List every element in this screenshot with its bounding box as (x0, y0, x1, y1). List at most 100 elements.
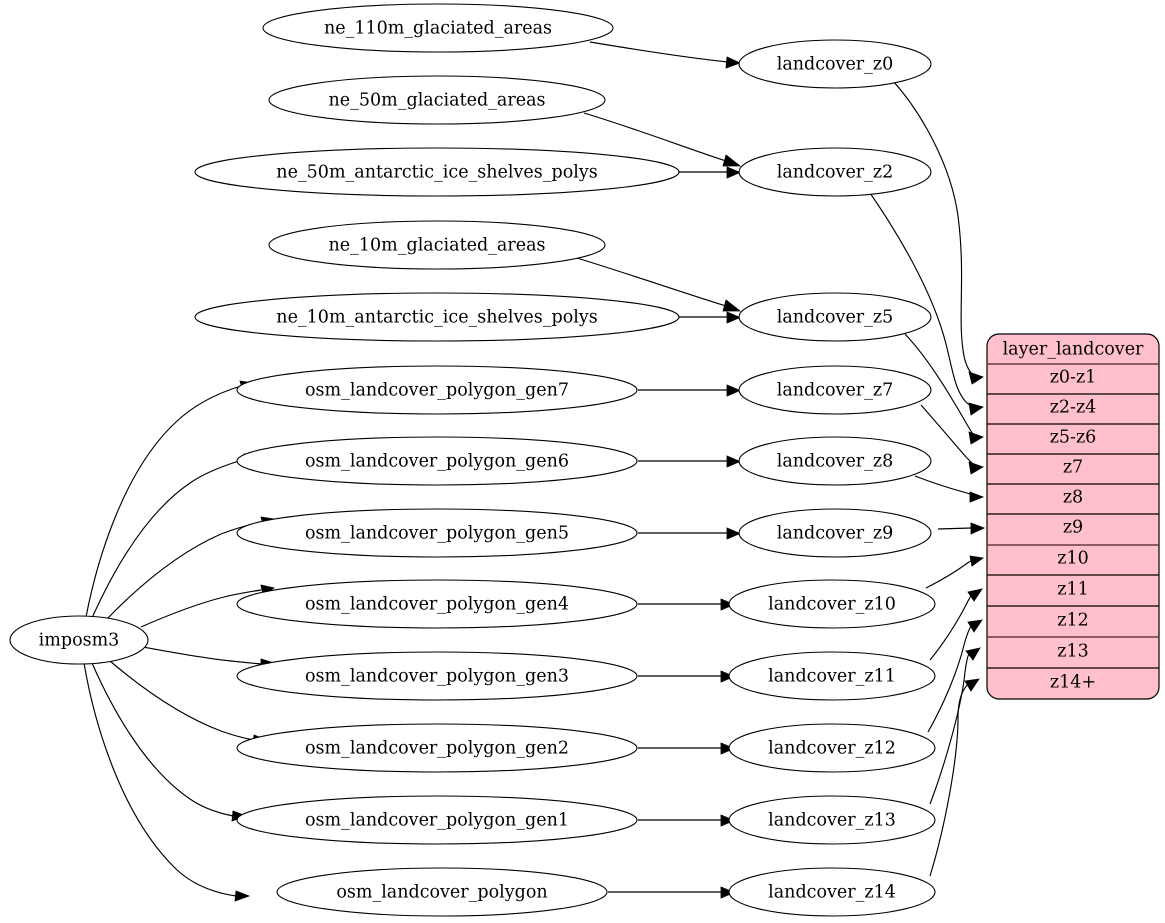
node-ne_10m_antarctic_ice_shelves_polys[interactable]: ne_10m_antarctic_ice_shelves_polys (194, 292, 680, 342)
osm-sources-group: osm_landcover_polygon_gen7 osm_landcover… (236, 365, 638, 917)
node-shape (236, 795, 638, 845)
node-shape (9, 615, 149, 665)
layer-landcover-table[interactable]: layer_landcover z0-z1 z2-z4 z5-z6 z7 z8 … (986, 333, 1160, 700)
edge-z2-to-row-z2z4 (867, 189, 984, 416)
edge-gen3-to-z11 (638, 670, 736, 683)
node-landcover_z11[interactable]: landcover_z11 (728, 651, 936, 701)
table-row-z5-z6[interactable]: z5-z6 (987, 428, 1159, 455)
node-label: landcover_z0 (777, 55, 894, 75)
edge-gen6-to-z8 (638, 455, 742, 468)
node-osm_landcover_polygon[interactable]: osm_landcover_polygon (276, 867, 608, 917)
edge-ne50mglac-to-z2 (583, 112, 742, 167)
node-shape (738, 39, 932, 89)
table-row-label: z10 (1057, 549, 1089, 569)
node-label: ne_10m_antarctic_ice_shelves_polys (276, 308, 597, 328)
node-label: osm_landcover_polygon_gen4 (305, 595, 569, 615)
node-shape (236, 651, 638, 701)
node-label: landcover_z10 (768, 595, 896, 615)
table-row-z12[interactable]: z12 (987, 611, 1159, 638)
edge-z11-to-row-z11 (929, 588, 983, 661)
node-label: landcover_z11 (768, 667, 896, 687)
node-label: landcover_z5 (777, 308, 894, 328)
node-shape (728, 723, 936, 773)
table-row-z8[interactable]: z8 (987, 488, 1159, 515)
node-shape (236, 436, 638, 486)
node-shape (738, 508, 932, 558)
node-shape (738, 365, 932, 415)
node-label: ne_50m_antarctic_ice_shelves_polys (276, 163, 597, 183)
table-row-label: z7 (1063, 458, 1083, 478)
node-label: osm_landcover_polygon_gen1 (305, 811, 569, 831)
edge-z13-to-row-z13 (929, 647, 981, 805)
node-shape (738, 436, 932, 486)
node-shape (728, 867, 936, 917)
table-row-label: z13 (1057, 642, 1089, 662)
node-label: osm_landcover_polygon (336, 883, 547, 903)
node-shape (236, 723, 638, 773)
table-row-z7[interactable]: z7 (987, 458, 1159, 485)
node-label: ne_10m_glaciated_areas (329, 236, 546, 256)
edge-z7-to-row-z7 (920, 404, 984, 475)
node-ne_10m_glaciated_areas[interactable]: ne_10m_glaciated_areas (268, 220, 606, 270)
node-label: landcover_z13 (768, 811, 896, 831)
edge-ne10mant-to-z5 (679, 311, 742, 324)
node-landcover_z2[interactable]: landcover_z2 (738, 147, 932, 197)
node-landcover_z9[interactable]: landcover_z9 (738, 508, 932, 558)
table-row-z13[interactable]: z13 (987, 642, 1159, 669)
node-ne_110m_glaciated_areas[interactable]: ne_110m_glaciated_areas (262, 3, 614, 53)
edge-imposm3-to-polygon (83, 662, 251, 902)
node-label: osm_landcover_polygon_gen7 (305, 381, 569, 401)
node-label: osm_landcover_polygon_gen3 (305, 667, 569, 687)
edge-z14-to-row-z14plus (929, 678, 980, 877)
node-imposm3[interactable]: imposm3 (9, 615, 149, 665)
node-shape (194, 147, 680, 197)
table-row-label: z8 (1063, 488, 1083, 508)
node-ne_50m_glaciated_areas[interactable]: ne_50m_glaciated_areas (268, 75, 606, 125)
table-row-z2-z4[interactable]: z2-z4 (987, 398, 1159, 425)
landcover-nodes-group: landcover_z0 landcover_z2 landcover_z5 l… (728, 39, 936, 917)
edge-z5-to-row-z5z6 (904, 333, 984, 445)
node-label: ne_50m_glaciated_areas (329, 91, 546, 111)
node-osm_landcover_polygon_gen6[interactable]: osm_landcover_polygon_gen6 (236, 436, 638, 486)
node-label: ne_110m_glaciated_areas (324, 19, 552, 39)
node-shape (276, 867, 608, 917)
node-osm_landcover_polygon_gen5[interactable]: osm_landcover_polygon_gen5 (236, 508, 638, 558)
table-row-z10[interactable]: z10 (987, 549, 1159, 576)
node-shape (728, 651, 936, 701)
edge-imposm3-to-gen6 (91, 453, 258, 619)
edge-ne50mant-to-z2 (679, 166, 742, 179)
node-shape (268, 75, 606, 125)
node-osm_landcover_polygon_gen1[interactable]: osm_landcover_polygon_gen1 (236, 795, 638, 845)
edge-layer (83, 41, 986, 902)
table-row-label: z11 (1057, 580, 1089, 600)
table-row-z11[interactable]: z11 (987, 580, 1159, 607)
edge-gen4-to-z10 (638, 598, 736, 611)
node-landcover_z12[interactable]: landcover_z12 (728, 723, 936, 773)
node-label: landcover_z2 (777, 163, 894, 183)
table-row-z0-z1[interactable]: z0-z1 (987, 368, 1159, 395)
table-title: layer_landcover (1003, 340, 1144, 360)
edge-ne10mglac-to-z5 (576, 257, 742, 312)
node-landcover_z7[interactable]: landcover_z7 (738, 365, 932, 415)
edge-gen2-to-z12 (638, 742, 736, 755)
table-row-z9[interactable]: z9 (987, 518, 1159, 546)
edge-z8-to-row-z8 (914, 475, 985, 503)
node-landcover_z13[interactable]: landcover_z13 (728, 795, 936, 845)
node-shape (728, 795, 936, 845)
node-landcover_z8[interactable]: landcover_z8 (738, 436, 932, 486)
node-ne_50m_antarctic_ice_shelves_polys[interactable]: ne_50m_antarctic_ice_shelves_polys (194, 147, 680, 197)
node-osm_landcover_polygon_gen7[interactable]: osm_landcover_polygon_gen7 (236, 365, 638, 415)
edge-z9-to-row-z9 (937, 522, 986, 535)
node-osm_landcover_polygon_gen4[interactable]: osm_landcover_polygon_gen4 (236, 579, 638, 629)
node-shape (236, 508, 638, 558)
node-landcover_z14[interactable]: landcover_z14 (728, 867, 936, 917)
node-osm_landcover_polygon_gen3[interactable]: osm_landcover_polygon_gen3 (236, 651, 638, 701)
node-landcover_z0[interactable]: landcover_z0 (738, 39, 932, 89)
node-landcover_z5[interactable]: landcover_z5 (738, 292, 932, 342)
node-osm_landcover_polygon_gen2[interactable]: osm_landcover_polygon_gen2 (236, 723, 638, 773)
node-shape (728, 579, 936, 629)
node-landcover_z10[interactable]: landcover_z10 (728, 579, 936, 629)
table-row-z14plus[interactable]: z14+ (1050, 673, 1096, 693)
